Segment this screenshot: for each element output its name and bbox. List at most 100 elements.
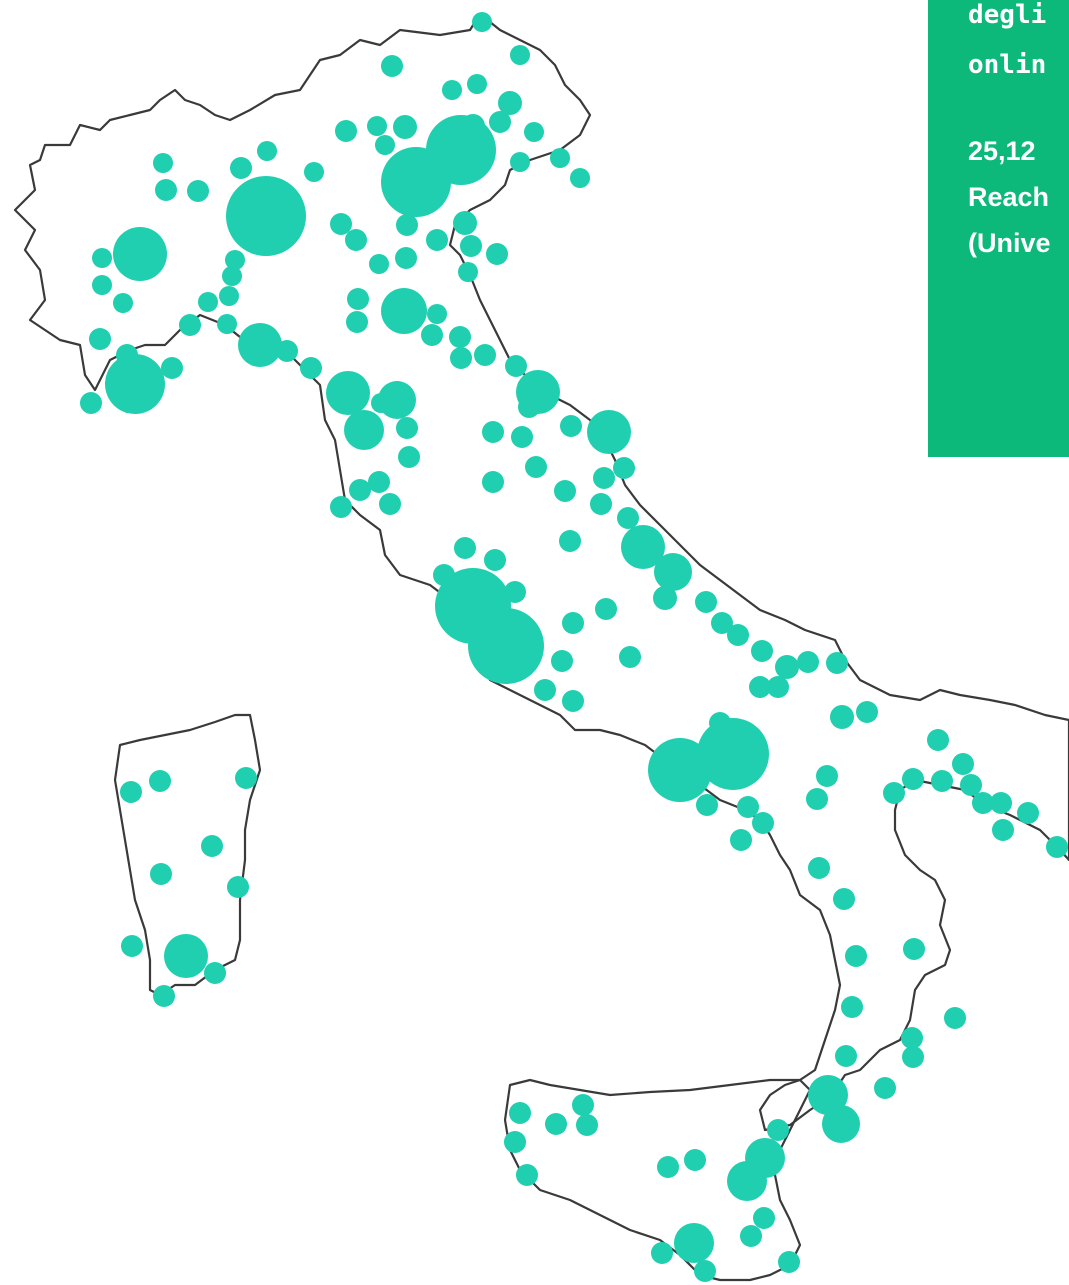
city-marker — [511, 426, 533, 448]
city-marker — [856, 701, 878, 723]
mainland-outline — [13, 12, 1069, 1132]
city-marker — [120, 781, 142, 803]
city-marker — [398, 446, 420, 468]
city-marker — [230, 157, 252, 179]
city-marker — [752, 812, 774, 834]
city-marker — [835, 1045, 857, 1067]
city-marker — [697, 718, 769, 790]
city-marker — [80, 392, 102, 414]
city-marker — [806, 788, 828, 810]
city-marker — [559, 530, 581, 552]
city-marker — [381, 288, 427, 334]
city-marker — [153, 153, 173, 173]
city-marker — [498, 91, 522, 115]
city-marker — [749, 676, 771, 698]
city-marker — [472, 12, 492, 32]
city-marker — [105, 354, 165, 414]
sardinia-outline — [113, 713, 262, 997]
panel-line-4: Reach — [968, 182, 1050, 212]
city-marker — [346, 311, 368, 333]
city-marker — [276, 340, 298, 362]
city-marker — [587, 410, 631, 454]
city-marker — [504, 1131, 526, 1153]
city-marker — [562, 612, 584, 634]
city-marker — [767, 676, 789, 698]
city-marker — [427, 304, 447, 324]
city-marker — [822, 1105, 860, 1143]
city-marker — [257, 141, 277, 161]
city-marker — [808, 1075, 848, 1115]
panel-line-3: 25,12 — [968, 136, 1036, 166]
city-marker — [833, 888, 855, 910]
city-marker — [845, 945, 867, 967]
city-marker — [727, 624, 749, 646]
city-marker — [235, 767, 257, 789]
city-marker — [545, 1113, 567, 1135]
city-marker — [518, 396, 540, 418]
city-marker — [534, 679, 556, 701]
city-marker — [797, 651, 819, 673]
city-marker — [396, 214, 418, 236]
city-marker — [379, 493, 401, 515]
city-marker — [657, 1156, 679, 1178]
city-marker — [121, 935, 143, 957]
coastline — [13, 12, 1069, 1282]
city-marker — [238, 323, 282, 367]
city-marker — [651, 1242, 673, 1264]
city-marker — [330, 496, 352, 518]
city-marker — [590, 493, 612, 515]
city-marker — [395, 247, 417, 269]
city-marker — [467, 74, 487, 94]
city-marker — [226, 176, 306, 256]
city-marker — [304, 162, 324, 182]
city-marker — [711, 612, 733, 634]
city-marker — [903, 938, 925, 960]
city-marker — [751, 640, 773, 662]
city-marker — [684, 1149, 706, 1171]
city-marker — [474, 344, 496, 366]
city-marker — [92, 275, 112, 295]
city-marker — [217, 314, 237, 334]
city-marker — [442, 80, 462, 100]
city-marker — [562, 690, 584, 712]
city-marker — [595, 598, 617, 620]
city-marker — [450, 347, 472, 369]
city-marker — [349, 479, 371, 501]
city-marker — [753, 1207, 775, 1229]
city-marker — [554, 480, 576, 502]
city-marker — [426, 229, 448, 251]
city-marker — [489, 111, 511, 133]
city-marker — [617, 507, 639, 529]
city-marker — [767, 1119, 789, 1141]
city-marker — [619, 646, 641, 668]
city-marker — [972, 792, 994, 814]
city-marker — [695, 591, 717, 613]
city-marker — [381, 147, 451, 217]
city-marker — [393, 115, 417, 139]
city-marker — [509, 1102, 531, 1124]
city-marker — [482, 471, 504, 493]
city-marker — [344, 410, 384, 450]
city-marker — [727, 1161, 767, 1201]
panel-line-5: (Unive — [968, 228, 1051, 258]
city-marker — [113, 293, 133, 313]
city-marker — [654, 553, 692, 591]
city-marker — [486, 243, 508, 265]
info-panel: degli onlin 25,12 Reach (Unive — [928, 0, 1069, 457]
city-marker — [505, 355, 527, 377]
city-marker — [740, 1225, 762, 1247]
city-marker — [931, 770, 953, 792]
city-marker — [454, 537, 476, 559]
city-marker — [901, 1027, 923, 1049]
city-marker — [653, 586, 677, 610]
city-marker — [510, 152, 530, 172]
city-marker — [504, 581, 526, 603]
city-marker — [460, 235, 482, 257]
city-marker — [421, 324, 443, 346]
panel-line-1: degli — [968, 0, 1047, 30]
city-marker — [551, 650, 573, 672]
city-marker — [525, 456, 547, 478]
city-marker — [155, 179, 177, 201]
city-marker — [222, 266, 242, 286]
sicily-outline — [503, 1078, 812, 1282]
